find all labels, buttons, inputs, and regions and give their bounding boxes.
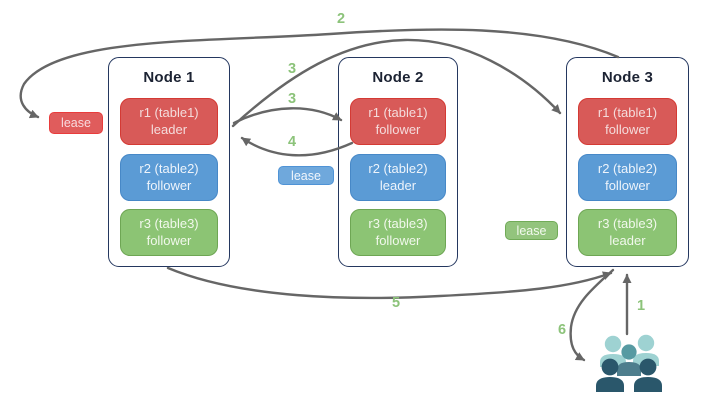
range-name: r3 (table3): [597, 216, 658, 232]
node3-range-r3: r3 (table3) leader: [578, 209, 677, 256]
node3-title: Node 3: [601, 69, 654, 86]
node1-box: Node 1 r1 (table1) leader r2 (table2) fo…: [108, 57, 230, 267]
range-role: follower: [146, 232, 192, 248]
lease-label: lease: [516, 223, 547, 238]
node1-title: Node 1: [143, 69, 195, 86]
arrow-step5-node1-to-node3: [166, 266, 613, 300]
node3-box: Node 3 r1 (table1) follower r2 (table2) …: [566, 57, 689, 267]
step-label-3a: 3: [287, 61, 297, 77]
lease-badge-r3: lease: [505, 221, 558, 240]
step-label-6: 6: [557, 322, 567, 338]
range-name: r1 (table1): [597, 105, 658, 121]
range-role: leader: [609, 232, 646, 248]
lease-badge-r2: lease: [278, 166, 334, 185]
range-name: r1 (table1): [139, 105, 199, 121]
node2-title: Node 2: [372, 69, 424, 86]
arrow-step3-node1-to-node2: [232, 107, 343, 125]
person-icon: [596, 358, 624, 392]
lease-badge-r1: lease: [49, 112, 103, 134]
node1-range-r2: r2 (table2) follower: [120, 154, 218, 201]
node2-range-r3: r3 (table3) follower: [350, 209, 446, 256]
arrow-step4-node2-to-node1: [240, 136, 354, 157]
node1-range-r1: r1 (table1) leader: [120, 98, 218, 145]
range-name: r3 (table3): [368, 216, 428, 232]
lease-label: lease: [61, 116, 91, 130]
node2-range-r1: r1 (table1) follower: [350, 98, 446, 145]
step-label-4: 4: [287, 134, 297, 150]
node2-range-r2: r2 (table2) leader: [350, 154, 446, 201]
range-role: leader: [379, 177, 417, 193]
person-icon: [634, 358, 662, 392]
node1-range-r3: r3 (table3) follower: [120, 209, 218, 256]
range-name: r2 (table2): [368, 161, 428, 177]
range-role: follower: [605, 121, 650, 137]
step-label-3b: 3: [287, 91, 297, 107]
step-label-2: 2: [336, 11, 346, 27]
range-role: follower: [375, 232, 421, 248]
lease-label: lease: [291, 168, 321, 183]
range-role: follower: [605, 177, 650, 193]
range-role: follower: [375, 121, 421, 137]
range-name: r2 (table2): [139, 161, 199, 177]
node2-box: Node 2 r1 (table1) follower r2 (table2) …: [338, 57, 458, 267]
range-name: r3 (table3): [139, 216, 199, 232]
people-group-icon: [596, 334, 662, 392]
person-icon: [617, 344, 641, 376]
range-name: r2 (table2): [597, 161, 658, 177]
node3-range-r1: r1 (table1) follower: [578, 98, 677, 145]
range-name: r1 (table1): [368, 105, 428, 121]
step-label-1: 1: [636, 298, 646, 314]
node3-range-r2: r2 (table2) follower: [578, 154, 677, 201]
step-label-5: 5: [391, 295, 401, 311]
range-role: leader: [150, 121, 188, 137]
range-role: follower: [146, 177, 192, 193]
